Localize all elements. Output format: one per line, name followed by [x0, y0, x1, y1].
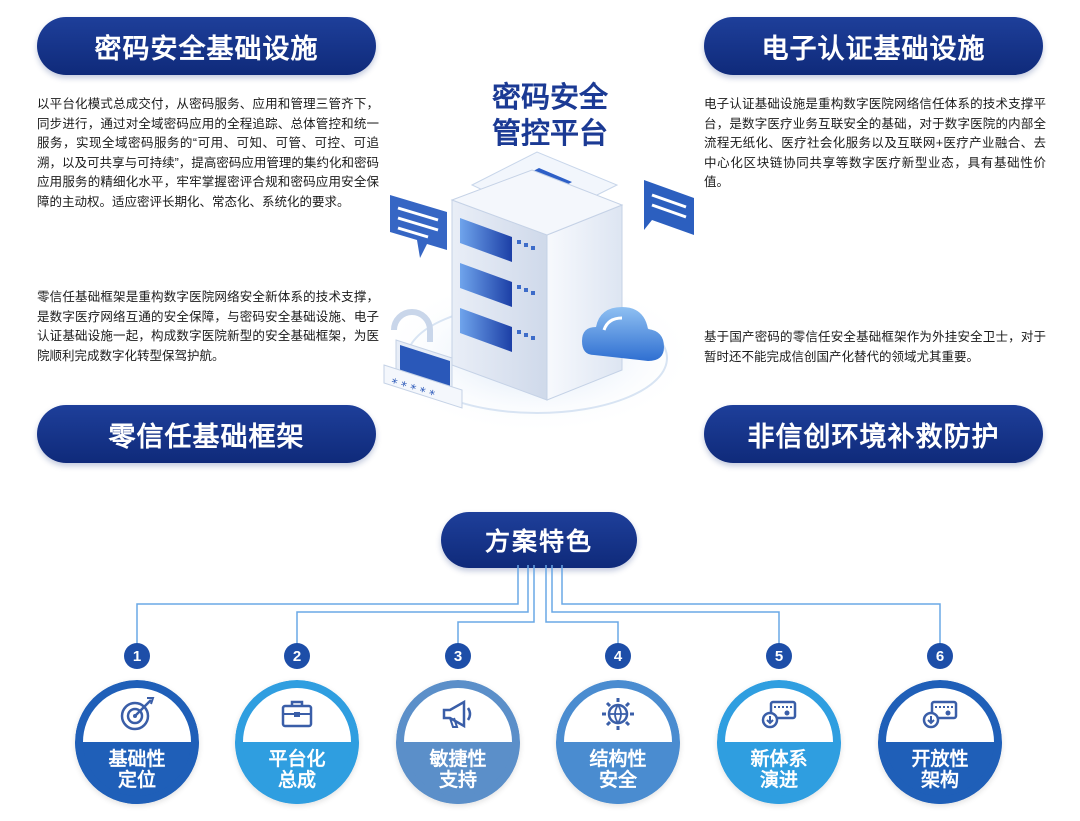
card-download-icon [878, 680, 1002, 749]
feature-label-line2: 安全 [598, 770, 637, 791]
feature-label: 基础性定位 [75, 742, 199, 804]
message-bubble-icon [644, 180, 694, 235]
briefcase-icon [235, 680, 359, 749]
center-title-line2: 管控平台 [491, 118, 608, 150]
feature-label-line2: 定位 [117, 770, 156, 791]
e-auth-text: 电子认证基础设施是重构数字医院网络信任体系的技术支撑平台，是数字医疗业务互联安全… [704, 97, 1046, 189]
feature-number-3: 3 [445, 643, 471, 669]
feature-label-line1: 结构性 [589, 749, 647, 770]
crypto-infra-text: 以平台化模式总成交付，从密码服务、应用和管理三管齐下，同步进行，通过对全域密码应… [37, 97, 379, 209]
feature-label: 平台化总成 [235, 742, 359, 804]
cloud-icon [582, 307, 664, 361]
feature-label-line1: 新体系 [750, 749, 808, 770]
feature-label-line1: 开放性 [911, 749, 969, 770]
feature-label: 开放性架构 [878, 742, 1002, 804]
center-title: 密码安全 管控平台 [470, 80, 630, 152]
feature-item-2: 平台化总成 [235, 680, 359, 804]
server-illustration: * * * * * [377, 151, 697, 435]
feature-number-1: 1 [124, 643, 150, 669]
feature-label: 敏捷性支持 [396, 742, 520, 804]
chat-bubble-icon [390, 195, 447, 258]
feature-label-line1: 平台化 [268, 749, 326, 770]
feature-label-line2: 总成 [277, 770, 316, 791]
feature-item-6: 开放性架构 [878, 680, 1002, 804]
feature-label: 新体系演进 [717, 742, 841, 804]
card-download-icon [717, 680, 841, 749]
feature-number-4: 4 [605, 643, 631, 669]
feature-label-line1: 敏捷性 [429, 749, 487, 770]
gear-globe-icon [556, 680, 680, 749]
feature-number-6: 6 [927, 643, 953, 669]
center-title-line1: 密码安全 [491, 82, 608, 114]
feature-label-line2: 架构 [920, 770, 959, 791]
non-xc-title: 非信创环境补救防护 [704, 405, 1043, 463]
feature-label-line2: 支持 [438, 770, 477, 791]
lock-icon [391, 309, 433, 342]
megaphone-icon [396, 680, 520, 749]
features-title: 方案特色 [441, 512, 637, 568]
feature-item-3: 敏捷性支持 [396, 680, 520, 804]
feature-label-line2: 演进 [759, 770, 798, 791]
feature-number-5: 5 [766, 643, 792, 669]
feature-label: 结构性安全 [556, 742, 680, 804]
feature-number-2: 2 [284, 643, 310, 669]
zero-trust-text: 零信任基础框架是重构数字医院网络安全新体系的技术支撑，是数字医疗网络互通的安全保… [37, 290, 379, 363]
feature-item-5: 新体系演进 [717, 680, 841, 804]
zero-trust-title: 零信任基础框架 [37, 405, 376, 463]
target-icon [75, 680, 199, 749]
feature-connectors [136, 565, 941, 650]
crypto-infra-title: 密码安全基础设施 [37, 17, 376, 75]
feature-item-4: 结构性安全 [556, 680, 680, 804]
feature-item-1: 基础性定位 [75, 680, 199, 804]
e-auth-title: 电子认证基础设施 [704, 17, 1043, 75]
server-slots [460, 218, 535, 352]
feature-label-line1: 基础性 [108, 749, 166, 770]
non-xc-text: 基于国产密码的零信任安全基础框架作为外挂安全卫士，对于暂时还不能完成信创国产化替… [704, 330, 1046, 364]
